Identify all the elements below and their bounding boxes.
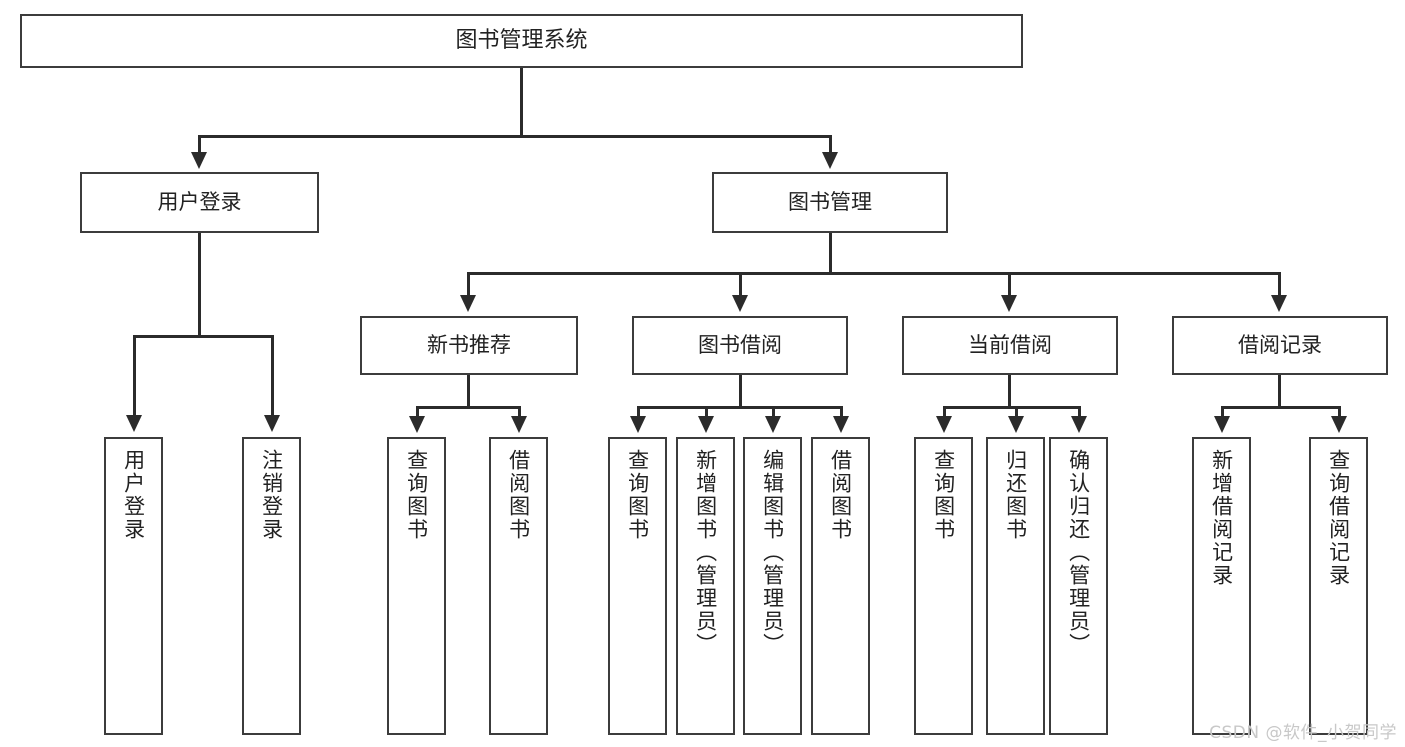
edge-book-manage-to-new-book [467,272,470,297]
edge-root-to-book-manage [829,135,832,155]
leaf-add-book-label: 新增图书（管理员） [693,449,718,656]
node-root[interactable]: 图书管理系统 [20,14,1023,68]
leaf-query-book-2-label: 查询图书 [625,449,650,541]
edge-user-login-to-leaf1 [133,335,136,417]
leaf-borrow-book-1-label: 借阅图书 [506,449,531,541]
arrow-book-borrow-to-leaf3 [765,416,781,433]
arrow-book-manage-to-current [1001,295,1017,312]
arrow-new-book-to-leaf2 [511,416,527,433]
edge-user-login-to-leaf2 [271,335,274,417]
edge-borrow-record-to-leaf2 [1338,406,1341,418]
edge-borrow-record-bus [1221,406,1339,409]
edge-book-borrow-down [739,375,742,406]
arrow-book-borrow-to-leaf4 [833,416,849,433]
edge-new-book-bus [416,406,521,409]
arrow-current-borrow-to-leaf1 [936,416,952,433]
edge-root-to-user-login [198,135,201,155]
arrow-borrow-record-to-leaf2 [1331,416,1347,433]
node-root-label: 图书管理系统 [455,28,588,54]
edge-current-borrow-down [1008,375,1011,406]
leaf-edit-book[interactable]: 编辑图书（管理员） [743,437,802,735]
arrow-book-manage-to-borrow [732,295,748,312]
leaf-return-book[interactable]: 归还图书 [986,437,1045,735]
edge-root-down [520,68,523,135]
edge-book-borrow-to-leaf1 [637,406,640,418]
leaf-confirm-return[interactable]: 确认归还（管理员） [1049,437,1108,735]
edge-book-borrow-to-leaf3 [772,406,775,418]
node-book-manage[interactable]: 图书管理 [712,172,948,233]
edge-new-book-down [467,375,470,406]
edge-borrow-record-to-leaf1 [1221,406,1224,418]
arrow-book-manage-to-record [1271,295,1287,312]
leaf-logout-label: 注销登录 [259,449,284,541]
leaf-query-book-1-label: 查询图书 [404,449,429,541]
edge-book-manage-to-current [1008,272,1011,297]
arrow-current-borrow-to-leaf3 [1071,416,1087,433]
node-current-borrow-label: 当前借阅 [968,333,1052,358]
arrow-book-borrow-to-leaf1 [630,416,646,433]
edge-book-borrow-to-leaf2 [705,406,708,418]
watermark: CSDN @软件_小贺同学 [1209,723,1397,743]
node-borrow-record[interactable]: 借阅记录 [1172,316,1388,375]
edge-current-borrow-to-leaf1 [943,406,946,418]
node-book-borrow[interactable]: 图书借阅 [632,316,848,375]
arrow-user-login-to-leaf2 [264,415,280,432]
edge-new-book-to-leaf1 [416,406,419,418]
edge-root-bus [198,135,832,138]
leaf-user-login-label: 用户登录 [121,449,146,541]
edge-book-manage-down [829,233,832,272]
edge-new-book-to-leaf2 [518,406,521,418]
arrow-current-borrow-to-leaf2 [1008,416,1024,433]
node-book-manage-label: 图书管理 [788,190,872,215]
arrow-book-borrow-to-leaf2 [698,416,714,433]
edge-book-borrow-bus [637,406,842,409]
node-user-login-label: 用户登录 [157,190,242,215]
arrow-root-to-book-manage [822,152,838,169]
leaf-logout[interactable]: 注销登录 [242,437,301,735]
leaf-query-book-2[interactable]: 查询图书 [608,437,667,735]
leaf-query-book-3[interactable]: 查询图书 [914,437,973,735]
edge-borrow-record-down [1278,375,1281,406]
leaf-query-book-1[interactable]: 查询图书 [387,437,446,735]
leaf-return-book-label: 归还图书 [1003,449,1028,541]
leaf-add-book[interactable]: 新增图书（管理员） [676,437,735,735]
edge-current-borrow-bus [943,406,1079,409]
node-new-book-rec-label: 新书推荐 [427,333,511,358]
edge-user-login-down [198,233,201,335]
arrow-new-book-to-leaf1 [409,416,425,433]
edge-current-borrow-to-leaf2 [1015,406,1018,418]
node-current-borrow[interactable]: 当前借阅 [902,316,1118,375]
node-new-book-rec[interactable]: 新书推荐 [360,316,578,375]
edge-book-manage-to-record [1278,272,1281,297]
arrow-user-login-to-leaf1 [126,415,142,432]
edge-current-borrow-to-leaf3 [1078,406,1081,418]
leaf-edit-book-label: 编辑图书（管理员） [760,449,785,656]
leaf-add-record-label: 新增借阅记录 [1209,449,1234,587]
edge-book-borrow-to-leaf4 [840,406,843,418]
edge-book-manage-bus [467,272,1280,275]
node-user-login[interactable]: 用户登录 [80,172,319,233]
leaf-add-record[interactable]: 新增借阅记录 [1192,437,1251,735]
leaf-borrow-book-2[interactable]: 借阅图书 [811,437,870,735]
edge-book-manage-to-borrow [739,272,742,297]
leaf-borrow-book-1[interactable]: 借阅图书 [489,437,548,735]
leaf-query-book-3-label: 查询图书 [931,449,956,541]
arrow-root-to-user-login [191,152,207,169]
node-book-borrow-label: 图书借阅 [698,333,782,358]
leaf-user-login[interactable]: 用户登录 [104,437,163,735]
arrow-borrow-record-to-leaf1 [1214,416,1230,433]
node-borrow-record-label: 借阅记录 [1238,333,1322,358]
edge-user-login-bus [133,335,273,338]
leaf-query-record-label: 查询借阅记录 [1326,449,1351,587]
arrow-book-manage-to-new-book [460,295,476,312]
leaf-borrow-book-2-label: 借阅图书 [828,449,853,541]
leaf-confirm-return-label: 确认归还（管理员） [1066,449,1091,656]
leaf-query-record[interactable]: 查询借阅记录 [1309,437,1368,735]
